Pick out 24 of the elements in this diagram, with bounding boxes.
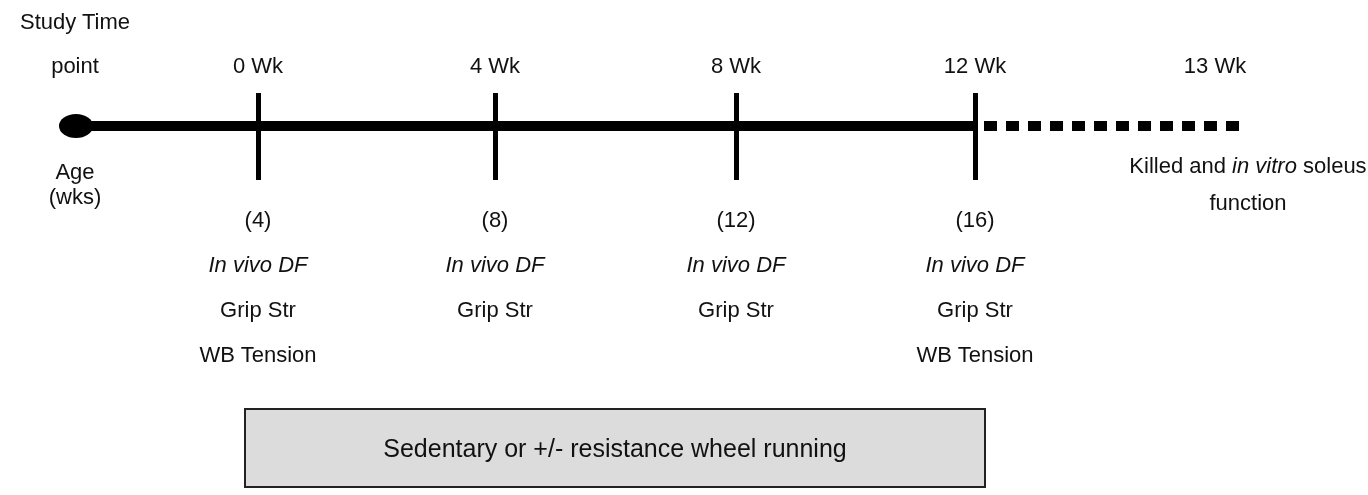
timeline-label: WB Tension <box>916 342 1034 368</box>
timeline-label: 13 Wk <box>1183 53 1247 79</box>
timeline-label: Killed and in vitro soleus function <box>1128 152 1368 217</box>
timeline-label: Study Time point <box>18 8 131 80</box>
timeline-label: (4) <box>244 207 272 233</box>
box-text: Sedentary or +/- resistance wheel running <box>383 433 847 463</box>
timeline-label: 4 Wk <box>469 53 521 79</box>
timeline-label: WB Tension <box>199 342 317 368</box>
period-box <box>244 408 986 488</box>
timeline-label: (16) <box>955 207 995 233</box>
timeline-label: 0 Wk <box>232 53 284 79</box>
timeline-label: In vivo DF <box>445 252 545 278</box>
timeline-label: In vivo DF <box>925 252 1025 278</box>
timeline-label: In vivo DF <box>686 252 786 278</box>
timeline-label: 8 Wk <box>710 53 762 79</box>
timeline-label: (12) <box>716 207 756 233</box>
timeline-label: (8) <box>481 207 509 233</box>
timeline-label: Grip Str <box>457 297 533 323</box>
timeline-label: Grip Str <box>220 297 296 323</box>
timeline-label: Grip Str <box>937 297 1013 323</box>
timeline-label: Age (wks) <box>47 159 103 209</box>
timeline-label: In vivo DF <box>208 252 308 278</box>
timeline-label: Grip Str <box>698 297 774 323</box>
timeline-label: 12 Wk <box>943 53 1007 79</box>
